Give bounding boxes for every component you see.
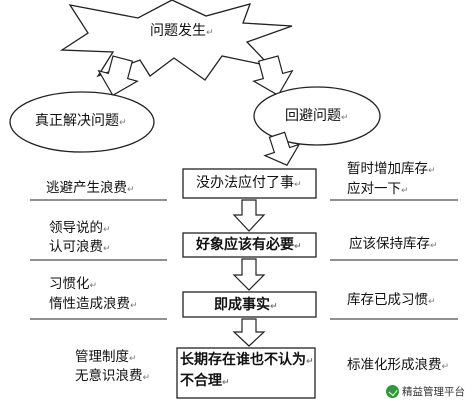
- step-3-left-line-2: 惰性造成浪费↵: [49, 296, 138, 312]
- step-4-left-line-2: 无意识浪费↵: [75, 368, 151, 384]
- step-2-right-line-1: 应该保持库存↵: [349, 236, 438, 252]
- step-1-left-line-1: 逃避产生浪费↵: [46, 180, 135, 196]
- step-3-left-line-1: 习惯化↵: [49, 276, 98, 292]
- arrow-avoid-to-box: [263, 131, 301, 166]
- solve-ellipse: [9, 91, 155, 153]
- step-4-left-line-1: 管理制度↵: [75, 349, 137, 365]
- step-3-right-line-1: 库存已成习惯↵: [347, 292, 436, 308]
- step-box-2: [182, 232, 317, 258]
- step-1-right-line-1: 暂时增加库存↵: [347, 161, 436, 177]
- step-box-2-label: 好象应该有必要↵: [196, 237, 302, 253]
- step-1-right-line-2: 应对一下↵: [347, 181, 409, 197]
- solve-label: 真正解决问题↵: [35, 113, 127, 129]
- step-4-right-line-1: 标准化形成浪费↵: [347, 357, 450, 373]
- step-box-1-label: 没办法应付了事↵: [196, 175, 302, 191]
- down-arrow-3: [232, 318, 266, 347]
- step-2-left-line-1: 领导说的↵: [49, 220, 111, 236]
- problem-label: 问题发生↵: [150, 23, 214, 39]
- down-arrow-1: [232, 199, 266, 232]
- arrow-to-avoid: [252, 55, 294, 97]
- step-box-4-line-1: 长期存在谁也不认为↵: [180, 352, 314, 368]
- step-box-3-label: 即成事实↵: [214, 297, 278, 313]
- step-box-4-line-2: 不合理↵: [180, 373, 230, 389]
- step-box-3: [182, 291, 317, 318]
- avoid-label: 回避问题↵: [285, 108, 349, 124]
- step-box-1: [182, 168, 317, 199]
- watermark: 精益管理平台: [384, 383, 467, 400]
- step-box-4: [176, 347, 316, 399]
- step-2-left-line-2: 认可浪费↵: [49, 239, 111, 255]
- arrow-to-solve: [97, 55, 139, 97]
- watermark-text: 精益管理平台: [402, 386, 465, 398]
- down-arrow-2: [232, 258, 266, 291]
- watermark-logo-icon: [386, 385, 399, 398]
- avoid-ellipse: [253, 86, 381, 146]
